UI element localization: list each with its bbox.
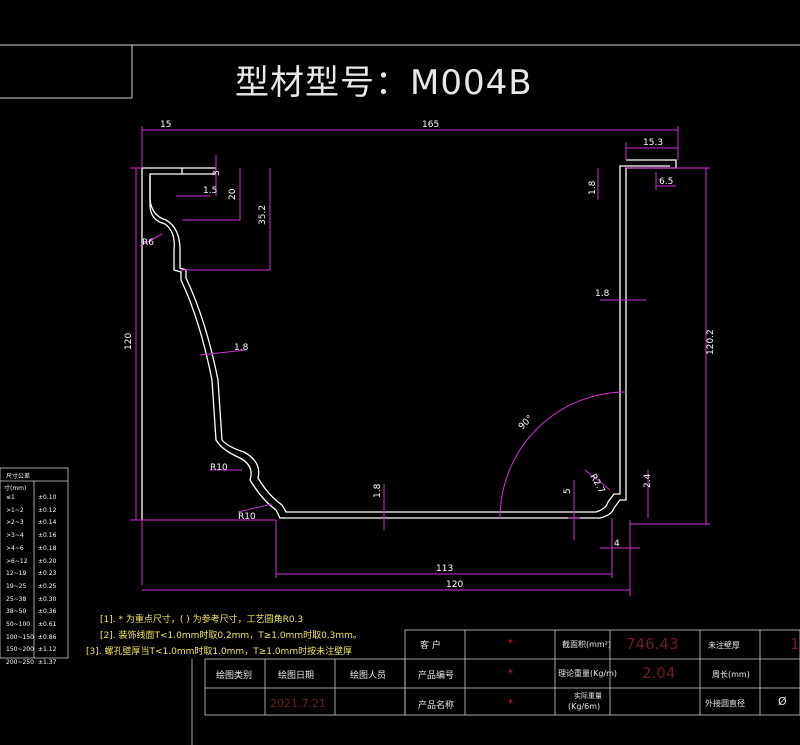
customer-value: *	[508, 638, 513, 649]
area-label: 截面积(mm²)	[562, 640, 612, 649]
dim-lip-20: 20	[228, 188, 238, 200]
tolerance-range: ≤1	[6, 494, 15, 501]
wall-value: 1	[790, 635, 800, 653]
dim-right-6-5: 6.5	[659, 177, 673, 187]
drawing-date-label: 绘图日期	[278, 671, 315, 681]
tolerance-header: 尺寸公差	[6, 473, 31, 480]
tolerance-value: ±1.37	[38, 659, 57, 667]
title-block-grid	[191, 629, 800, 745]
tolerance-value: ±0.20	[38, 557, 57, 565]
code-label: 产品编号	[418, 671, 455, 681]
tolerance-range: >3~4	[6, 532, 24, 540]
tolerance-range: >2~3	[6, 519, 24, 527]
dim-right-5: 5	[563, 488, 573, 494]
dimension-lines	[130, 126, 710, 596]
tolerance-subheader: 寸(mm)	[4, 485, 27, 492]
tolerance-value: ±0.61	[38, 621, 57, 628]
dim-r6: R6	[142, 238, 154, 248]
theo-weight-label: 理论重量(Kg/m)	[558, 669, 618, 678]
dim-right-120-2: 120.2	[706, 329, 716, 355]
tolerance-value: ±0.16	[38, 532, 57, 540]
wall-label: 未注壁厚	[708, 641, 740, 650]
perimeter-label: 周长(mm)	[712, 670, 750, 679]
dim-bottom-wall: 1.8	[373, 483, 383, 498]
drawer-label: 绘图人员	[350, 671, 387, 681]
tolerance-value: ±0.36	[38, 608, 57, 616]
tolerance-value: ±0.30	[38, 595, 57, 603]
dim-top-right: 15.3	[643, 138, 663, 148]
dim-left-120: 120	[124, 333, 134, 350]
tolerance-range: 200~250	[6, 659, 34, 667]
dim-bottom-4: 4	[614, 539, 620, 549]
tolerance-range: 100~150	[6, 633, 34, 641]
tolerance-range: >1~2	[6, 506, 24, 514]
tolerance-range: >4~6	[6, 544, 24, 552]
dim-right-2-4: 2.4	[643, 473, 653, 488]
tolerance-value: ±0.10	[38, 494, 57, 501]
dim-right-wall: 1.8	[595, 289, 610, 299]
dim-top-left: 15	[160, 120, 171, 130]
note-3: [3]. 螺孔壁厚当T<1.0mm时取1.0mm，T≥1.0mm时按未注壁厚	[86, 647, 353, 657]
dim-right-1-8-top: 1.8	[588, 180, 598, 195]
name-label: 产品名称	[418, 701, 455, 711]
tolerance-range: 25~38	[6, 595, 27, 603]
tolerance-range: 38~50	[6, 608, 27, 616]
customer-label: 客 户	[420, 641, 441, 651]
tolerance-range: >6~12	[6, 557, 28, 565]
dim-bottom-113: 113	[436, 564, 453, 574]
dim-lip-3: 3	[212, 170, 222, 176]
area-value: 746.43	[626, 635, 679, 653]
tolerance-value: ±0.86	[38, 633, 57, 641]
tolerance-value: ±0.25	[38, 582, 57, 590]
tolerance-range: 12~19	[6, 570, 27, 578]
drawing-title: 型材型号：M004B	[235, 63, 533, 103]
tolerance-value: ±0.23	[38, 570, 57, 578]
circle-label: 外接圆直径	[705, 699, 745, 708]
dim-top-overall: 165	[422, 120, 439, 130]
name-value: *	[508, 698, 513, 709]
dim-r2-7: R2.7	[587, 473, 606, 496]
dim-angle-90: 90°	[517, 414, 535, 432]
drawing-category-label: 绘图类别	[216, 671, 253, 681]
profile-outline	[141, 159, 677, 520]
tolerance-value: ±1.12	[38, 646, 57, 654]
tolerance-value: ±0.14	[38, 519, 57, 527]
circle-value: Ø	[778, 695, 787, 708]
dim-r10-a: R10	[210, 463, 228, 473]
tolerance-table-grid	[0, 467, 69, 659]
drawing-frame	[0, 44, 800, 99]
dim-r10-b: R10	[238, 512, 256, 522]
theo-weight-value: 2.04	[642, 664, 676, 682]
tolerance-value: ±0.18	[38, 544, 57, 552]
drawing-date-value: 2021.7.21	[270, 697, 326, 710]
actual-weight-unit: (Kg/6m)	[568, 702, 601, 711]
code-value: *	[508, 668, 513, 679]
tolerance-range: 150~200	[6, 646, 34, 654]
tolerance-range: 50~100	[6, 621, 31, 628]
note-1: [1]. * 为重点尺寸，( ) 为参考尺寸，工艺圆角R0.3	[100, 615, 304, 625]
dim-lip-1-5: 1.5	[203, 186, 217, 196]
dim-wall-curve: 1.8	[234, 343, 249, 353]
dim-bottom-120: 120	[446, 580, 463, 590]
note-2: [2]. 装饰线面T<1.0mm时取0.2mm，T≥1.0mm时取0.3mm。	[100, 631, 362, 641]
tolerance-range: 19~25	[6, 582, 27, 590]
dim-height-35-2: 35.2	[258, 205, 268, 225]
tolerance-value: ±0.12	[38, 506, 57, 514]
actual-weight-label: 实际重量	[574, 692, 602, 700]
